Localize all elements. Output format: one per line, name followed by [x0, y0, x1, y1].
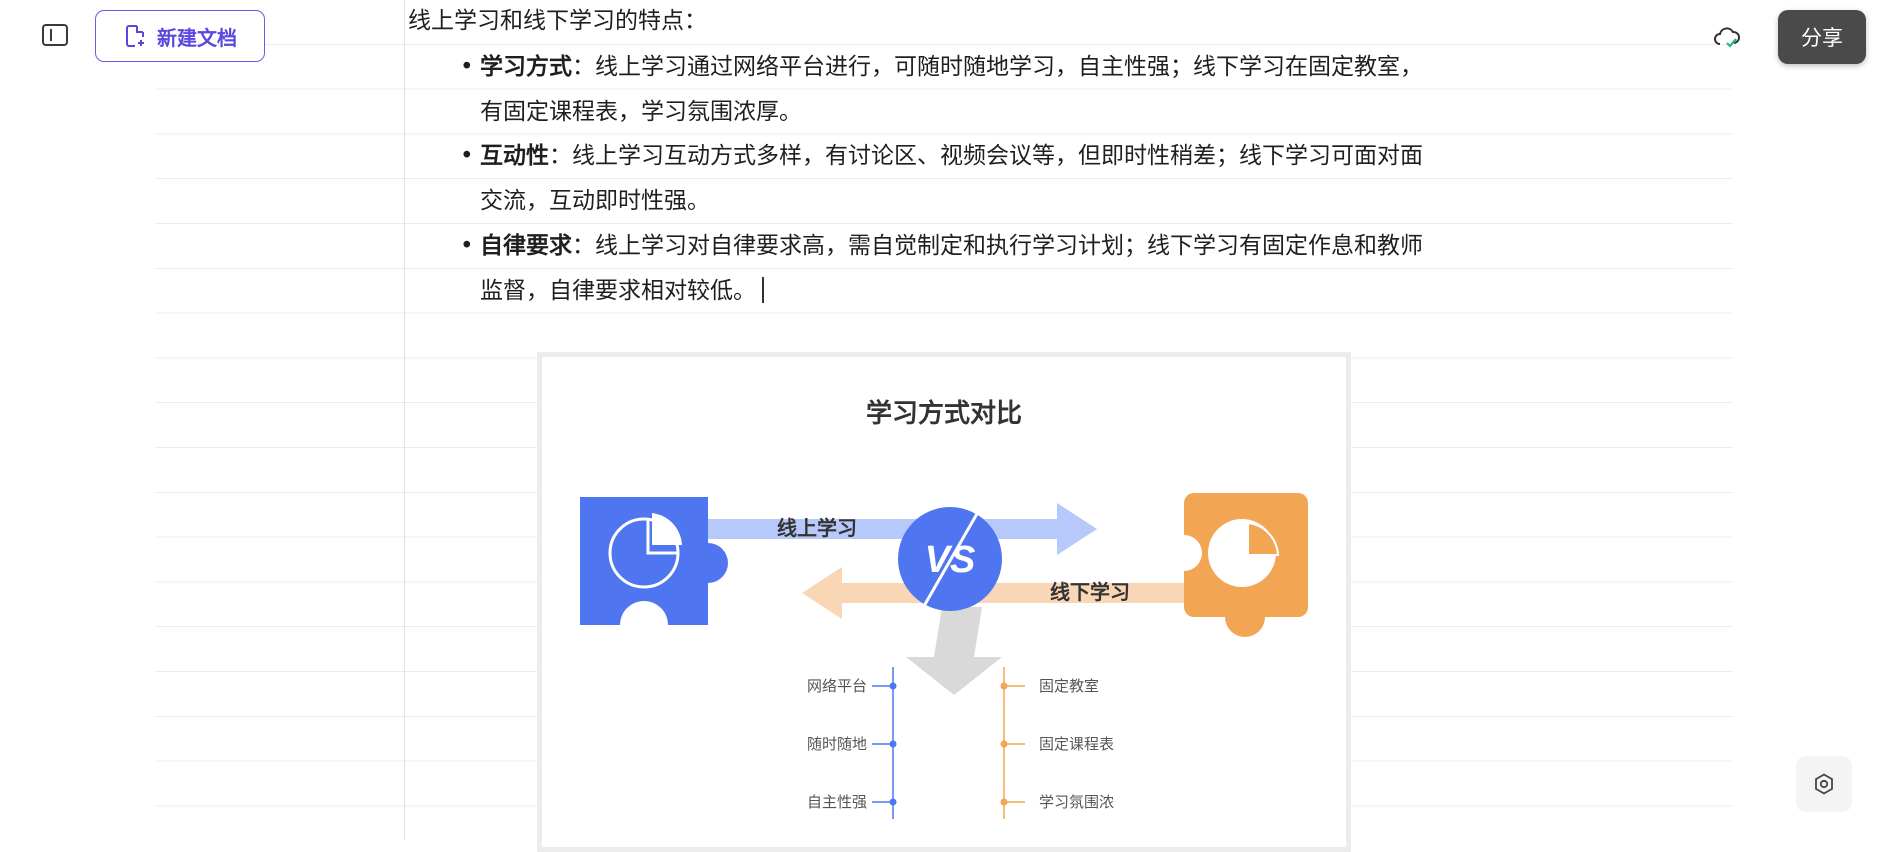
new-document-icon	[126, 25, 144, 47]
bullet-dot: •	[460, 53, 474, 80]
offline-label: 线下学习	[1050, 580, 1130, 604]
bullet-term: 自律要求	[480, 233, 572, 259]
offline-puzzle-icon	[1166, 493, 1308, 637]
new-document-button[interactable]: 新建文档	[95, 10, 265, 62]
online-label: 线上学习	[777, 516, 857, 540]
bullet-dot: •	[460, 143, 474, 170]
bullet-item: • 互动性：线上学习互动方式多样，有讨论区、视频会议等，但即时性稍差；线下学习可…	[460, 134, 1480, 224]
bullet-text: 监督，自律要求相对较低。	[480, 277, 756, 304]
bullet-text: ：线上学习互动方式多样，有讨论区、视频会议等，但即时性稍差；线下学习可面对面	[549, 143, 1423, 170]
online-arrow	[697, 503, 1097, 555]
offline-item: 固定课程表	[1039, 735, 1114, 753]
funnel-arrow	[906, 607, 1002, 695]
settings-button[interactable]	[1796, 756, 1852, 812]
margin-line	[404, 0, 405, 840]
comparison-figure[interactable]: 学习方式对比 VS 线上学习	[537, 352, 1351, 852]
online-item: 网络平台	[807, 677, 867, 695]
sidebar-toggle-icon[interactable]	[42, 24, 68, 46]
text-caret	[762, 276, 764, 303]
vs-icon	[898, 504, 1002, 614]
bullet-term: 学习方式	[480, 53, 572, 80]
offline-arrow	[802, 567, 1207, 619]
offline-timeline-nodes	[1000, 682, 1025, 806]
bullet-text: ：线上学习通过网络平台进行，可随时随地学习，自主性强；线下学习在固定教室，	[572, 53, 1423, 80]
bullet-text: ：线上学习对自律要求高，需自觉制定和执行学习计划；线下学习有固定作息和教师	[572, 233, 1423, 259]
bullet-dot: •	[460, 233, 474, 259]
cloud-sync-icon[interactable]	[1713, 24, 1741, 50]
online-timeline-nodes	[872, 682, 897, 806]
offline-item: 固定教室	[1039, 677, 1099, 695]
document-heading: 线上学习和线下学习的特点：	[408, 8, 707, 34]
bullet-text: 有固定课程表，学习氛围浓厚。	[480, 98, 802, 125]
bullet-text: 交流，互动即时性强。	[480, 188, 710, 215]
bullet-item: • 自律要求：线上学习对自律要求高，需自觉制定和执行学习计划；线下学习有固定作息…	[460, 224, 1480, 314]
online-puzzle-icon	[580, 497, 728, 649]
share-button[interactable]: 分享	[1778, 10, 1866, 64]
comparison-diagram: VS 线上学习 线下学习 网络平台 随时随地 自主性强 固定教室 固定课程表 学…	[580, 493, 1308, 819]
vs-label: VS	[925, 539, 976, 581]
share-label: 分享	[1801, 26, 1843, 50]
settings-icon	[1815, 773, 1833, 795]
new-document-label: 新建文档	[157, 25, 237, 50]
online-item: 随时随地	[807, 735, 867, 753]
figure-title: 学习方式对比	[865, 399, 1022, 429]
bullet-item: • 学习方式：线上学习通过网络平台进行，可随时随地学习，自主性强；线下学习在固定…	[460, 45, 1480, 135]
offline-item: 学习氛围浓	[1039, 793, 1114, 811]
bullet-term: 互动性	[480, 143, 549, 170]
online-item: 自主性强	[807, 793, 867, 811]
